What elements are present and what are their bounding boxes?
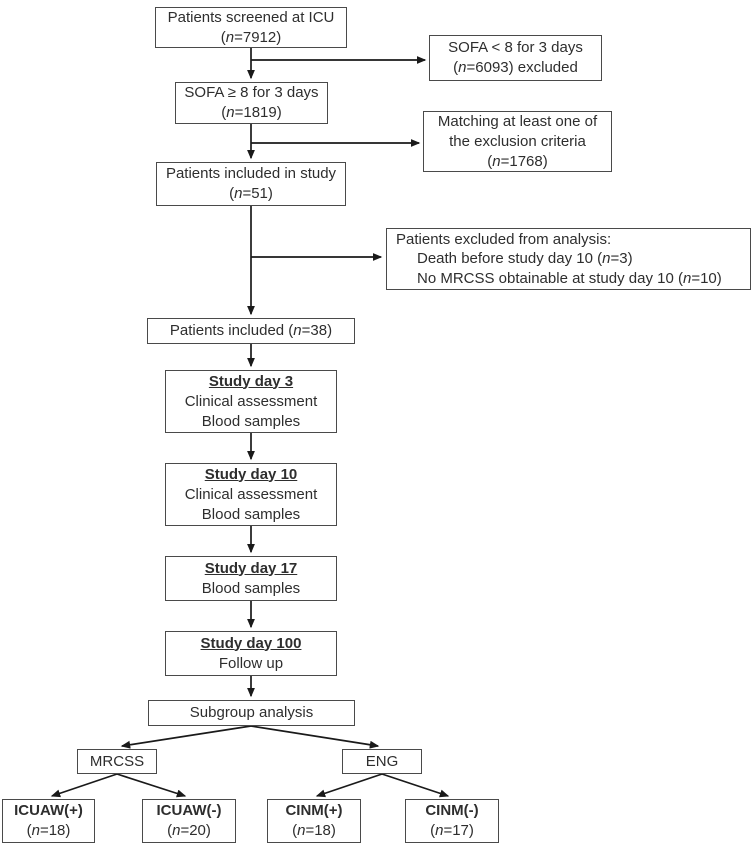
study-day-100-title: Study day 100 (200, 634, 302, 652)
box-patients-included-38: Patients included (n=38) (147, 318, 355, 344)
box-sofa-ge8: SOFA ≥ 8 for 3 days (n=1819) (175, 82, 328, 124)
study-day-10-title: Study day 10 (204, 465, 298, 483)
box-eng: ENG (342, 749, 422, 774)
box-text-count: No MRCSS obtainable at study day 10 (n=1… (417, 269, 722, 287)
box-text-count: (n=20) (167, 822, 211, 839)
box-text-line: Blood samples (201, 412, 301, 430)
box-title: CINM(+) (285, 802, 343, 819)
box-text-line: the exclusion criteria (449, 132, 586, 150)
box-included-in-study: Patients included in study (n=51) (156, 162, 346, 206)
box-study-day-3: Study day 3 Clinical assessment Blood sa… (165, 370, 337, 433)
arrow-mrcss-to-icuaw-pos (50, 773, 118, 798)
box-text-count: (n=7912) (220, 28, 282, 46)
box-text-line: MRCSS (89, 752, 145, 770)
arrow-subgroup-to-eng (250, 725, 380, 749)
arrow-mrcss-to-icuaw-neg (116, 773, 187, 798)
box-study-day-100: Study day 100 Follow up (165, 631, 337, 676)
box-excluded-from-analysis: Patients excluded from analysis: Death b… (386, 228, 751, 290)
box-text-count: (n=17) (430, 822, 474, 839)
box-text-line: SOFA < 8 for 3 days (448, 39, 583, 56)
box-subgroup-analysis: Subgroup analysis (148, 700, 355, 726)
box-text-line: Matching at least one of (437, 112, 598, 130)
box-mrcss: MRCSS (77, 749, 157, 774)
box-title: CINM(-) (425, 802, 479, 819)
box-text-line: Subgroup analysis (189, 704, 314, 721)
arrow-subgroup-to-mrcss (120, 725, 252, 749)
box-text-line: Patients screened at ICU (167, 8, 335, 26)
box-text-count: (n=18) (26, 822, 71, 839)
box-patients-screened: Patients screened at ICU (n=7912) (155, 7, 347, 48)
box-text-count: (n=51) (229, 185, 273, 202)
box-text-line: Clinical assessment (184, 485, 318, 503)
box-title: ICUAW(-) (156, 802, 222, 819)
box-text-count: (n=6093) excluded (453, 59, 578, 76)
box-text-line: Blood samples (201, 579, 301, 597)
box-sofa-lt8-excluded: SOFA < 8 for 3 days (n=6093) excluded (429, 35, 602, 81)
box-cinm-positive: CINM(+) (n=18) (267, 799, 361, 843)
study-day-3-title: Study day 3 (208, 372, 294, 390)
box-text-count: (n=1768) (487, 152, 548, 170)
box-cinm-negative: CINM(-) (n=17) (405, 799, 499, 843)
box-icuaw-positive: ICUAW(+) (n=18) (2, 799, 95, 843)
box-title: ICUAW(+) (14, 802, 83, 819)
box-text-line: Clinical assessment (184, 392, 318, 410)
box-text-count: Patients included (n=38) (169, 322, 333, 339)
box-text-count: (n=18) (292, 822, 336, 839)
box-text-count: Death before study day 10 (n=3) (417, 250, 633, 268)
box-text-line: Blood samples (201, 505, 301, 523)
arrow-eng-to-cinm-neg (381, 773, 450, 798)
box-matching-exclusion: Matching at least one of the exclusion c… (423, 111, 612, 172)
box-text-line: SOFA ≥ 8 for 3 days (184, 84, 319, 101)
study-day-17-title: Study day 17 (204, 559, 298, 577)
box-text-count: (n=1819) (221, 104, 282, 121)
box-text-line: Patients excluded from analysis: (396, 230, 612, 248)
box-study-day-10: Study day 10 Clinical assessment Blood s… (165, 463, 337, 526)
box-icuaw-negative: ICUAW(-) (n=20) (142, 799, 236, 843)
box-text-line: Follow up (218, 654, 284, 672)
arrow-eng-to-cinm-pos (315, 773, 383, 798)
box-text-line: ENG (365, 752, 399, 770)
box-study-day-17: Study day 17 Blood samples (165, 556, 337, 601)
box-text-line: Patients included in study (165, 165, 337, 182)
